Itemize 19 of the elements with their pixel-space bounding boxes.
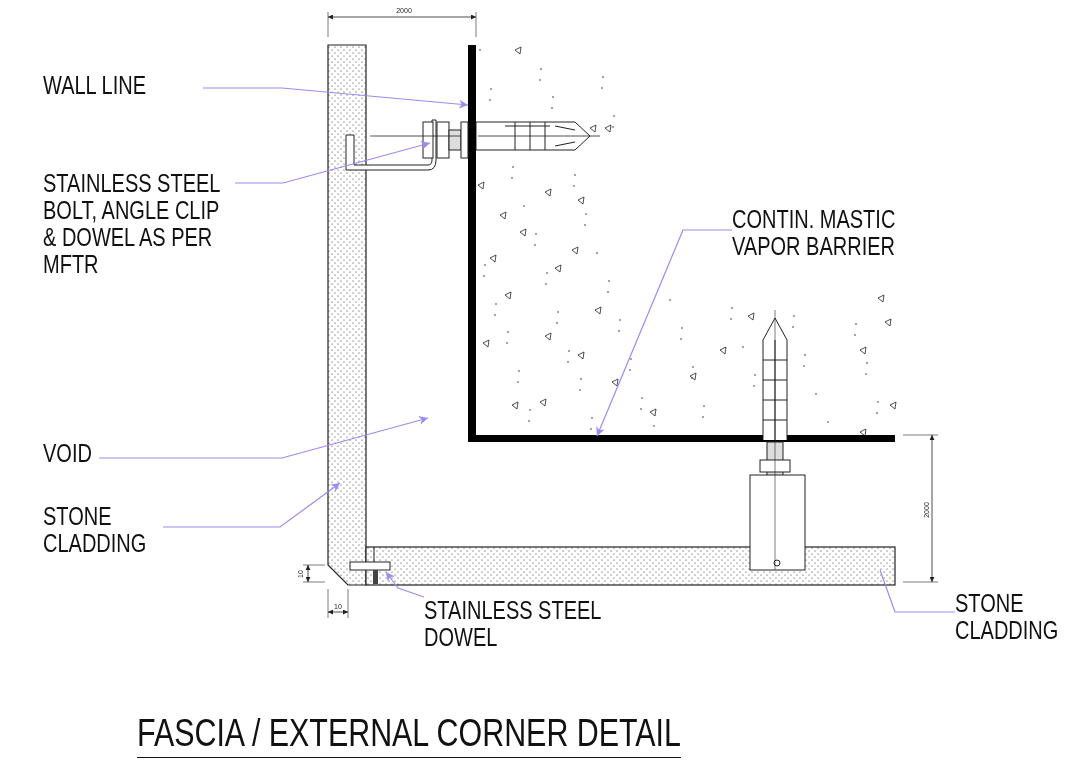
callout-text: CONTIN. MASTIC VAPOR BARRIER [732,206,932,260]
drawing-title: FASCIA / EXTERNAL CORNER DETAIL [137,712,681,758]
dowel-drawing [349,546,391,584]
callout-text: STONE CLADDING [955,590,1075,644]
leader-line [385,571,425,598]
leader-line [234,141,431,184]
leader-line [596,229,733,437]
leader-line [98,416,429,459]
leader-line [162,482,341,528]
callout-text: WALL LINE [43,72,203,99]
leader-line [202,87,469,109]
callout-text: STAINLESS STEEL DOWEL [424,597,644,651]
stone-cladding-slab [327,44,367,586]
callout-text: VOID [43,440,99,467]
leader-line [879,569,956,613]
stone-cladding-slab [365,546,896,586]
callout-text: STONE CLADDING [43,503,163,557]
callout-text: STAINLESS STEEL BOLT, ANGLE CLIP & DOWEL AS PER MFTR [43,170,235,278]
bolt-angle-clip-drawing [345,119,469,171]
